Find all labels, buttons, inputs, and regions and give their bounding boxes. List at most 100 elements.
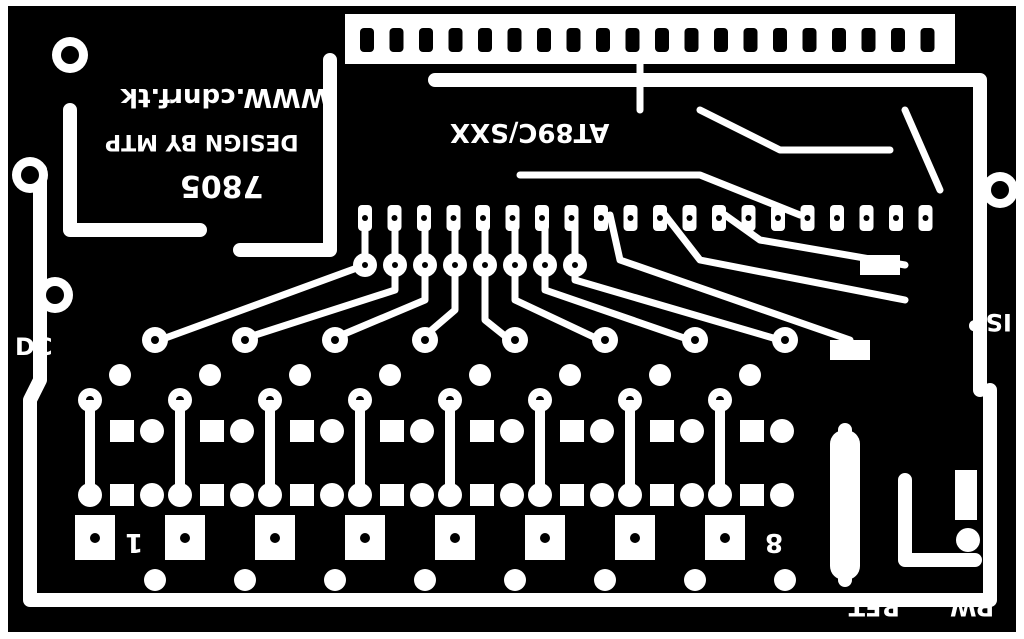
drill-hole	[480, 215, 486, 221]
drill-hole	[893, 215, 899, 221]
drill-hole	[450, 533, 460, 543]
signal-trace	[541, 211, 694, 344]
trace-power	[898, 473, 982, 567]
channel-pad	[230, 483, 254, 507]
channel-square-pad	[560, 484, 584, 506]
connector-symbols	[12, 37, 1018, 580]
drill-hole	[540, 533, 550, 543]
mounting-hole	[991, 181, 1009, 199]
trace-reg-out	[233, 53, 337, 257]
channel-square-pad	[200, 484, 224, 506]
signal-trace	[516, 171, 804, 219]
mcu-label: AT89C/SXX	[450, 117, 609, 147]
header-pin	[891, 28, 905, 52]
header-pin	[714, 28, 728, 52]
drill-hole	[362, 215, 368, 221]
drill-hole	[511, 336, 519, 344]
mounting-hole	[21, 166, 39, 184]
channel-square-pad	[650, 420, 674, 442]
channel-pad	[258, 483, 282, 507]
channel-square-pad	[740, 484, 764, 506]
drill-hole	[151, 336, 159, 344]
drill-hole	[452, 262, 458, 268]
website-label: WWW.cdnrf.tk	[120, 82, 329, 112]
isp-pad	[830, 340, 870, 360]
drill-hole	[598, 215, 604, 221]
drill-hole	[331, 336, 339, 344]
channel-pad	[500, 419, 524, 443]
header-pin	[832, 28, 846, 52]
power-switch-pad	[955, 470, 977, 520]
bus-pad	[504, 569, 526, 591]
signal-trace	[661, 211, 909, 304]
channel-pad	[649, 364, 671, 386]
signal-trace	[481, 211, 514, 344]
header-pin	[389, 28, 404, 52]
header-strip	[345, 14, 955, 64]
header-pin	[419, 28, 433, 52]
channel-first-label: 1	[125, 527, 143, 557]
channel-square-pad	[110, 420, 134, 442]
drill-hole	[834, 215, 840, 221]
drill-hole	[601, 336, 609, 344]
drill-hole	[775, 215, 781, 221]
reset-pad-strip	[830, 430, 860, 580]
signal-trace	[571, 211, 784, 344]
bus-pad	[774, 569, 796, 591]
channel-pad	[680, 419, 704, 443]
channel-square-pad	[290, 484, 314, 506]
header-pin	[861, 28, 876, 52]
header-pin	[507, 28, 522, 52]
reset-label: RET	[848, 593, 900, 621]
channel-pad	[708, 483, 732, 507]
channel-trace	[625, 400, 635, 495]
drill-hole	[716, 215, 722, 221]
dc-label: DC	[15, 333, 53, 361]
channel-pad	[199, 364, 221, 386]
drill-hole	[450, 215, 457, 221]
mounting-hole	[46, 286, 64, 304]
signal-trace	[901, 106, 944, 194]
drill-hole	[922, 215, 929, 221]
channel-pad	[739, 364, 761, 386]
channel-pad	[438, 483, 462, 507]
header-pins	[360, 28, 935, 52]
bus-pad	[594, 569, 616, 591]
channel-pad	[590, 483, 614, 507]
channel-pad	[559, 364, 581, 386]
designer-label: DESIGN BY MTP	[105, 129, 299, 154]
channel-pad	[680, 483, 704, 507]
channel-square-pad	[380, 420, 404, 442]
drill-hole	[360, 533, 370, 543]
signal-trace	[606, 211, 854, 344]
header-pin	[743, 28, 758, 52]
drill-hole	[362, 262, 368, 268]
channel-trace	[715, 400, 725, 495]
isp-label: ISP	[968, 308, 1012, 336]
channel-pad	[140, 483, 164, 507]
channel-pad	[230, 419, 254, 443]
header-pin	[684, 28, 699, 52]
header-pin	[360, 28, 374, 52]
bus-pad	[414, 569, 436, 591]
header-pin	[655, 28, 669, 52]
trace-vcc-top	[428, 73, 987, 397]
drill-hole	[572, 262, 578, 268]
drill-hole	[691, 336, 699, 344]
regulator-label: 7805	[180, 168, 264, 203]
signal-trace	[696, 106, 894, 154]
drill-hole	[482, 262, 488, 268]
drill-hole	[241, 336, 249, 344]
signal-trace	[236, 211, 399, 344]
header-pin	[773, 28, 787, 52]
drill-hole	[421, 336, 429, 344]
header-pin	[625, 28, 640, 52]
mcu-pin-row	[353, 205, 933, 277]
drill-hole	[509, 215, 516, 221]
drill-hole	[90, 533, 100, 543]
trace-gnd-left	[23, 163, 997, 607]
header-pin	[802, 28, 817, 52]
channel-pad	[109, 364, 131, 386]
signal-trace	[326, 211, 429, 344]
channel-pad	[590, 419, 614, 443]
